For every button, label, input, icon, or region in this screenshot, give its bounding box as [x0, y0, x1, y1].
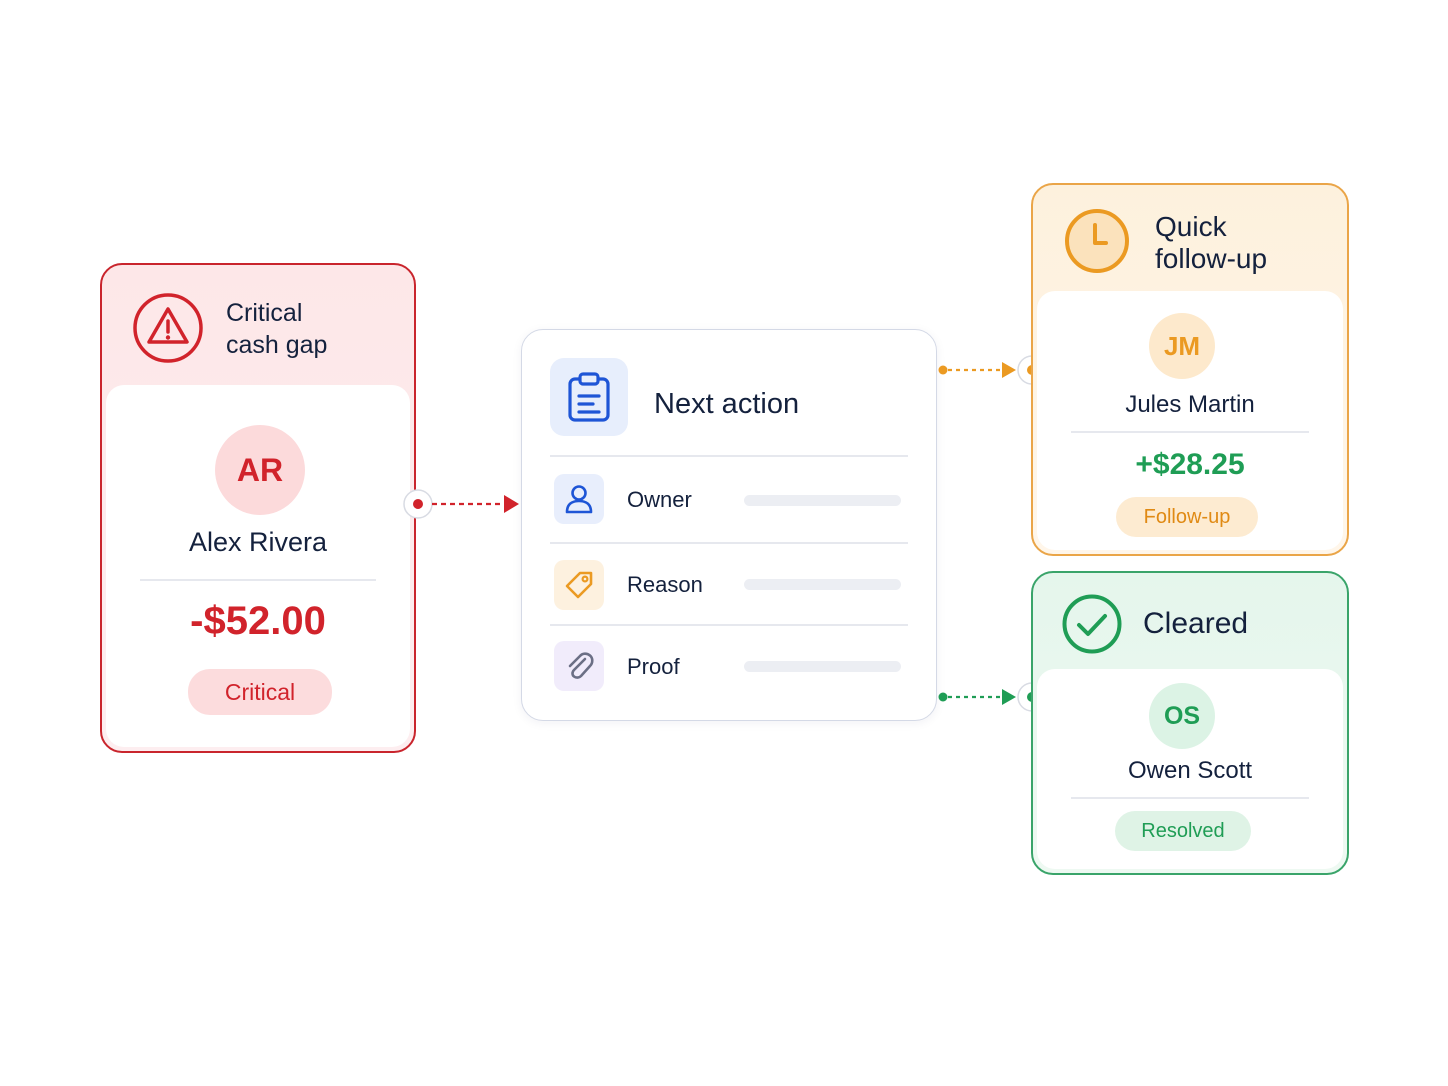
warning-triangle-icon: [132, 292, 204, 364]
check-circle-icon: [1061, 593, 1123, 655]
avatar: JM: [1149, 313, 1215, 379]
row-label-owner: Owner: [627, 487, 692, 512]
divider: [1071, 797, 1309, 799]
reason-value-placeholder[interactable]: [744, 579, 901, 590]
cleared-card-body: OS Owen Scott Resolved: [1037, 669, 1343, 869]
person-name: Alex Rivera: [188, 527, 328, 557]
proof-value-placeholder[interactable]: [744, 661, 901, 672]
critical-card[interactable]: Critical cash gap AR Alex Rivera -$52.00…: [100, 263, 416, 753]
divider: [1071, 431, 1309, 433]
status-badge: Resolved: [1115, 811, 1251, 851]
amount-value: +$28.25: [1135, 448, 1245, 481]
avatar: OS: [1149, 683, 1215, 749]
avatar: AR: [215, 425, 305, 515]
quick-follow-up-card[interactable]: Quick follow-up JM Jules Martin +$28.25 …: [1031, 183, 1349, 556]
cleared-card-title: Cleared: [1143, 607, 1249, 640]
next-action-title: Next action: [654, 388, 800, 420]
cleared-card[interactable]: Cleared OS Owen Scott Resolved: [1031, 571, 1349, 875]
clock-icon: [1063, 207, 1131, 275]
tag-icon: [554, 560, 604, 610]
divider: [550, 455, 908, 457]
row-label-reason: Reason: [627, 572, 703, 597]
row-label-proof: Proof: [627, 654, 680, 679]
status-badge: Critical: [188, 669, 332, 715]
user-icon: [554, 474, 604, 524]
status-badge: Follow-up: [1116, 497, 1258, 537]
next-action-card[interactable]: Next action Owner Reason Proof: [521, 329, 937, 721]
critical-card-body: AR Alex Rivera -$52.00 Critical: [106, 385, 410, 747]
critical-card-title: Critical cash gap: [226, 299, 328, 359]
divider: [140, 579, 376, 581]
connector-critical-to-action: [403, 489, 519, 519]
quick-card-body: JM Jules Martin +$28.25 Follow-up: [1037, 291, 1343, 550]
owner-value-placeholder[interactable]: [744, 495, 901, 506]
divider: [550, 624, 908, 626]
person-name: Jules Martin: [1125, 391, 1255, 418]
amount-value: -$52.00: [190, 599, 326, 643]
quick-card-title: Quick follow-up: [1155, 211, 1268, 274]
clipboard-icon: [550, 358, 628, 436]
paperclip-icon: [554, 641, 604, 691]
divider: [550, 542, 908, 544]
person-name: Owen Scott: [1127, 757, 1253, 784]
